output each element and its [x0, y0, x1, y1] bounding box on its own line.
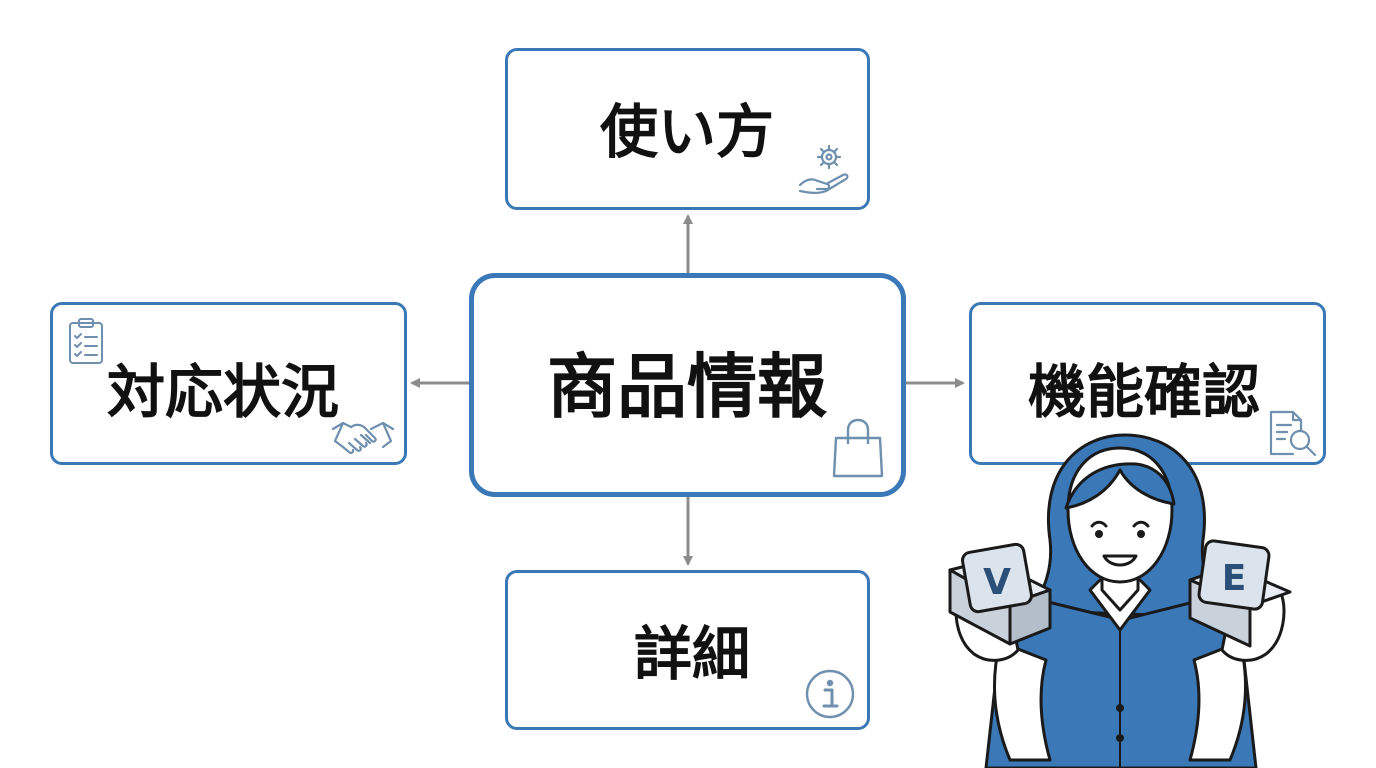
info-icon [804, 668, 856, 724]
node-details-label: 詳細 [634, 620, 751, 688]
presenter-illustration: V E [948, 433, 1292, 768]
node-feature-check-label: 機能確認 [1028, 358, 1261, 426]
document-search-icon [1268, 409, 1318, 463]
node-usage: 使い方 [505, 48, 870, 210]
keycap-e-letter: E [1222, 558, 1247, 599]
smile [1102, 554, 1138, 567]
shopping-bag-icon [832, 416, 884, 484]
node-product-info-label: 商品情報 [547, 346, 827, 428]
left-arm [993, 640, 1052, 762]
node-feature-check: 機能確認 [969, 302, 1326, 465]
clipboard-checklist-icon [67, 317, 105, 369]
vest-button [1116, 734, 1124, 742]
keycap-v-letter: V [983, 562, 1011, 603]
handshake-icon [331, 415, 395, 463]
keycap-e [1188, 539, 1292, 648]
node-details: 詳細 [505, 570, 870, 730]
gear-hand-icon [796, 143, 856, 201]
node-status: 対応状況 [50, 302, 407, 465]
keycap-v [948, 542, 1052, 646]
vest-button [1116, 704, 1124, 712]
node-status-label: 対応状況 [107, 358, 340, 426]
right-arm [1188, 640, 1247, 762]
hair-bangs [1064, 462, 1176, 510]
node-product-info: 商品情報 [469, 273, 906, 497]
node-usage-label: 使い方 [600, 98, 775, 166]
